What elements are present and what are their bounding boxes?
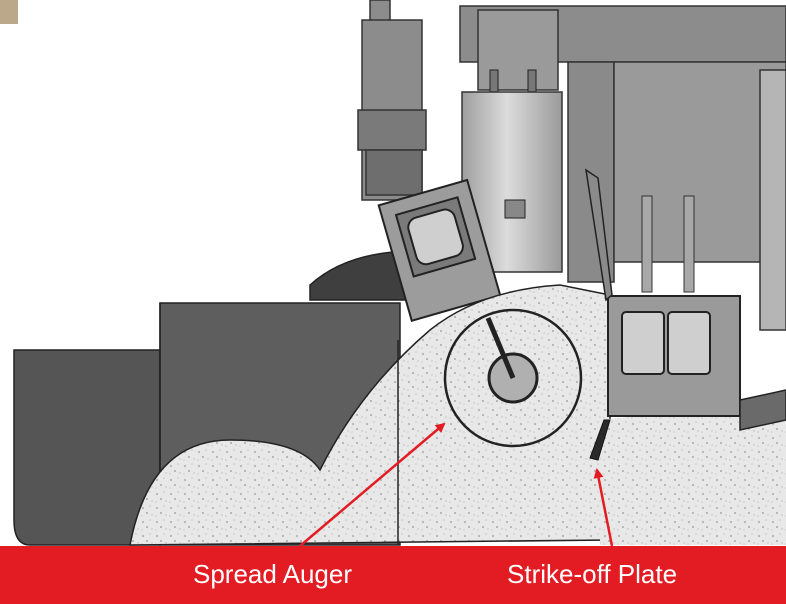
- plate-hanger: [584, 168, 613, 302]
- strike-off-plate-arrow: [593, 468, 614, 547]
- strike-off-plate: [589, 419, 611, 461]
- upper-bracket: [477, 9, 559, 91]
- spread-auger-label: Spread Auger: [193, 559, 353, 589]
- screed-rod: [683, 195, 695, 293]
- side-housing-outer: [13, 349, 161, 546]
- screed-rod: [641, 195, 653, 293]
- pipe-coupling: [357, 109, 427, 151]
- paving-material: [129, 284, 611, 546]
- spread-auger-arrow: [299, 422, 446, 547]
- texture-swatch: [0, 0, 18, 24]
- spread-auger-flight: [443, 308, 583, 448]
- pipe-coupling: [365, 149, 423, 196]
- strike-off-plate-label: Strike-off Plate: [507, 559, 678, 589]
- tilted-gearbox: [377, 178, 502, 322]
- auger-blade: [485, 317, 516, 379]
- cylinder-mount: [504, 199, 526, 219]
- rear-post: [759, 69, 786, 331]
- label-band: [0, 546, 786, 604]
- paving-material-right: [600, 400, 786, 545]
